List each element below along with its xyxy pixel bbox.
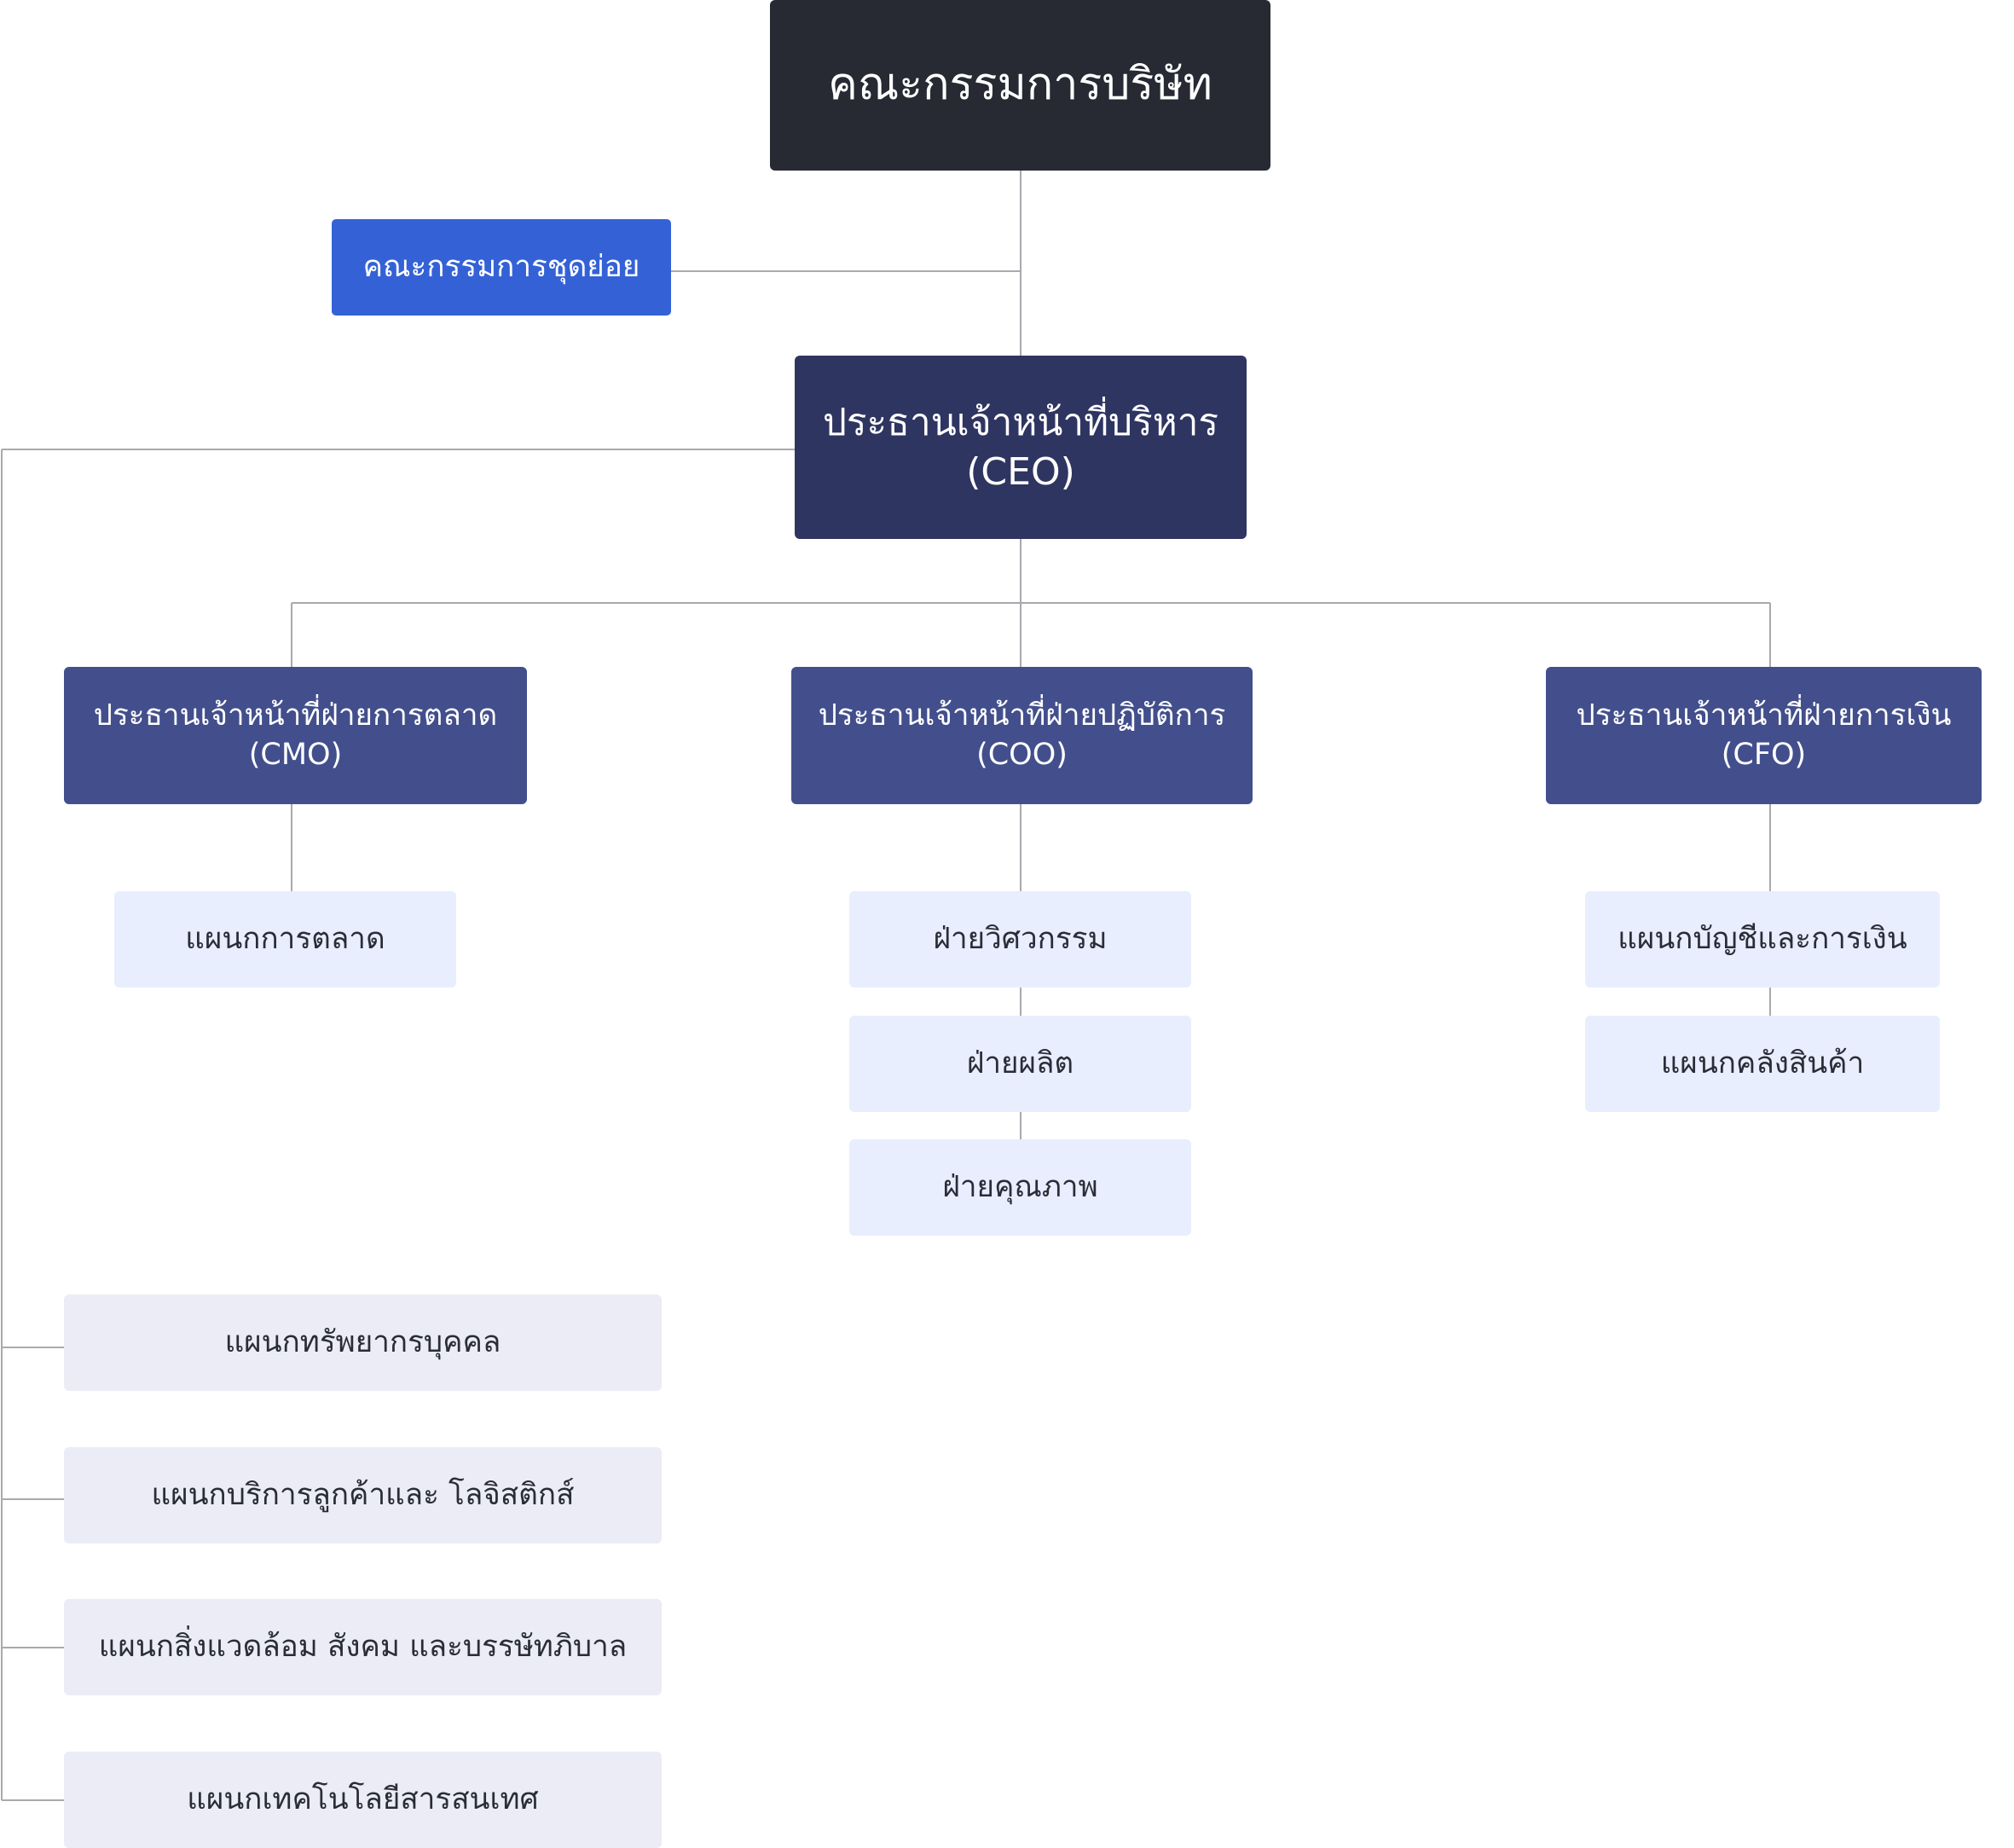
dept-human-resources: แผนกทรัพยากรบุคคล — [64, 1295, 662, 1391]
cfo-node: ประธานเจ้าหน้าที่ฝ่ายการเงิน (CFO) — [1546, 667, 1982, 804]
dept-production: ฝ่ายผลิต — [849, 1016, 1191, 1112]
dept-label: แผนกคลังสินค้า — [1660, 1046, 1865, 1080]
dept-label: ฝ่ายผลิต — [966, 1046, 1074, 1080]
dept-label: แผนกบริการลูกค้าและ โลจิสติกส์ — [151, 1477, 575, 1512]
coo-node: ประธานเจ้าหน้าที่ฝ่ายปฏิบัติการ (COO) — [791, 667, 1253, 804]
dept-label: แผนกทรัพยากรบุคคล — [224, 1324, 501, 1359]
dept-label: แผนกการตลาด — [185, 921, 385, 956]
dept-accounting-finance: แผนกบัญชีและการเงิน — [1585, 891, 1940, 988]
board-label: คณะกรรมการบริษัท — [828, 59, 1212, 111]
dept-information-technology: แผนกเทคโนโลยีสารสนเทศ — [64, 1752, 662, 1848]
dept-quality: ฝ่ายคุณภาพ — [849, 1139, 1191, 1236]
coo-title: ประธานเจ้าหน้าที่ฝ่ายปฏิบัติการ — [818, 698, 1226, 733]
dept-engineering: ฝ่ายวิศวกรรม — [849, 891, 1191, 988]
cmo-node: ประธานเจ้าหน้าที่ฝ่ายการตลาด (CMO) — [64, 667, 527, 804]
dept-label: แผนกสิ่งแวดล้อม สังคม และบรรษัทภิบาล — [98, 1629, 628, 1664]
coo-abbr: (COO) — [976, 737, 1068, 772]
dept-esg: แผนกสิ่งแวดล้อม สังคม และบรรษัทภิบาล — [64, 1599, 662, 1695]
subcommittee-label: คณะกรรมการชุดย่อย — [362, 249, 640, 284]
ceo-node: ประธานเจ้าหน้าที่บริหาร (CEO) — [795, 356, 1247, 539]
dept-warehouse: แผนกคลังสินค้า — [1585, 1016, 1940, 1112]
ceo-abbr: (CEO) — [966, 449, 1075, 494]
cmo-abbr: (CMO) — [248, 737, 343, 772]
dept-label: แผนกบัญชีและการเงิน — [1618, 921, 1907, 956]
dept-marketing: แผนกการตลาด — [114, 891, 456, 988]
subcommittee-node: คณะกรรมการชุดย่อย — [332, 219, 671, 316]
cmo-title: ประธานเจ้าหน้าที่ฝ่ายการตลาด — [93, 698, 498, 733]
cfo-abbr: (CFO) — [1721, 737, 1807, 772]
cfo-title: ประธานเจ้าหน้าที่ฝ่ายการเงิน — [1576, 698, 1952, 733]
ceo-title: ประธานเจ้าหน้าที่บริหาร — [822, 401, 1219, 445]
dept-label: ฝ่ายคุณภาพ — [942, 1169, 1098, 1204]
dept-label: แผนกเทคโนโลยีสารสนเทศ — [187, 1781, 539, 1816]
board-node: คณะกรรมการบริษัท — [770, 0, 1270, 171]
dept-customer-service-logistics: แผนกบริการลูกค้าและ โลจิสติกส์ — [64, 1447, 662, 1544]
dept-label: ฝ่ายวิศวกรรม — [933, 921, 1108, 956]
